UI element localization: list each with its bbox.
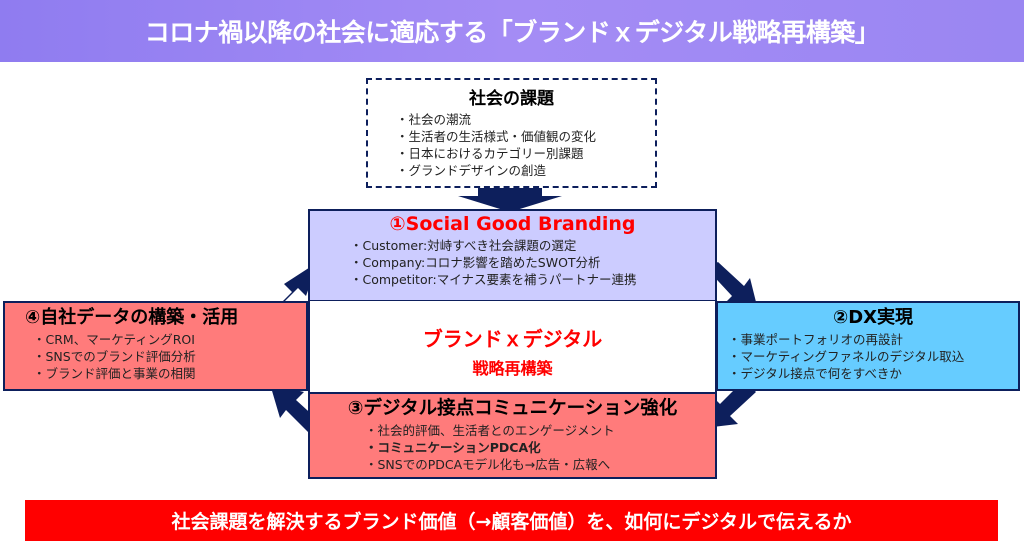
center-box: ブランドｘデジタル 戦略再構築	[308, 301, 717, 393]
box1-item: ・Customer:対峙すべき社会課題の選定	[350, 238, 577, 253]
digital-communication-box: ③デジタル接点コミュニケーション強化 ・社会的評価、生活者とのエンゲージメント …	[308, 392, 717, 479]
box3-item: ・コミュニケーションPDCA化	[365, 440, 541, 455]
issue-item: ・生活者の生活様式・価値観の変化	[396, 129, 597, 144]
center-line2: 戦略再構築	[472, 359, 553, 378]
issue-item: ・グランドデザインの創造	[396, 163, 547, 178]
box4-item: ・CRM、マーケティングROI	[33, 332, 195, 347]
issue-item: ・日本におけるカテゴリー別課題	[396, 146, 584, 161]
box2-item: ・事業ポートフォリオの再設計	[728, 332, 904, 347]
box4-item: ・ブランド評価と事業の相関	[33, 366, 196, 381]
box1-item: ・Competitor:マイナス要素を補うパートナー連携	[350, 272, 637, 287]
arrow-3-to-4-icon	[270, 384, 318, 432]
arrow-2-to-3-icon	[704, 380, 756, 428]
box4-item: ・SNSでのブランド評価分析	[33, 349, 196, 364]
arrow-4-to-1-icon	[268, 262, 318, 316]
box3-item: ・SNSでのPDCAモデル化も→広告・広報へ	[365, 457, 611, 472]
issues-heading: 社会の課題	[469, 89, 554, 109]
footer-banner: 社会課題を解決するブランド価値（→顧客価値）を、如何にデジタルで伝えるか	[25, 500, 998, 541]
box1-item: ・Company:コロナ影響を踏めたSWOT分析	[350, 255, 601, 270]
arrow-1-to-2-icon	[706, 262, 758, 310]
box3-heading: ③デジタル接点コミュニケーション強化	[347, 398, 678, 419]
center-line1: ブランドｘデジタル	[422, 327, 603, 351]
box2-item: ・デジタル接点で何をすべきか	[728, 366, 902, 381]
issue-item: ・社会の潮流	[396, 112, 472, 127]
social-issues-box: 社会の課題 ・社会の潮流 ・生活者の生活様式・価値観の変化 ・日本におけるカテゴ…	[366, 78, 657, 188]
box2-heading: ②DX実現	[832, 307, 914, 328]
own-data-box: ④自社データの構築・活用 ・CRM、マーケティングROI ・SNSでのブランド評…	[3, 301, 308, 391]
page-title: コロナ禍以降の社会に適応する「ブランドｘデジタル戦略再構築」	[0, 0, 1024, 62]
social-good-branding-box: ①Social Good Branding ・Customer:対峙すべき社会課…	[308, 209, 717, 302]
dx-box: ②DX実現 ・事業ポートフォリオの再設計 ・マーケティングファネルのデジタル取込…	[716, 301, 1020, 391]
box2-item: ・マーケティングファネルのデジタル取込	[728, 349, 965, 364]
box4-heading: ④自社データの構築・活用	[25, 307, 239, 328]
down-arrow-icon	[458, 188, 562, 212]
box3-item: ・社会的評価、生活者とのエンゲージメント	[365, 423, 615, 438]
box1-heading: ①Social Good Branding	[389, 213, 636, 235]
